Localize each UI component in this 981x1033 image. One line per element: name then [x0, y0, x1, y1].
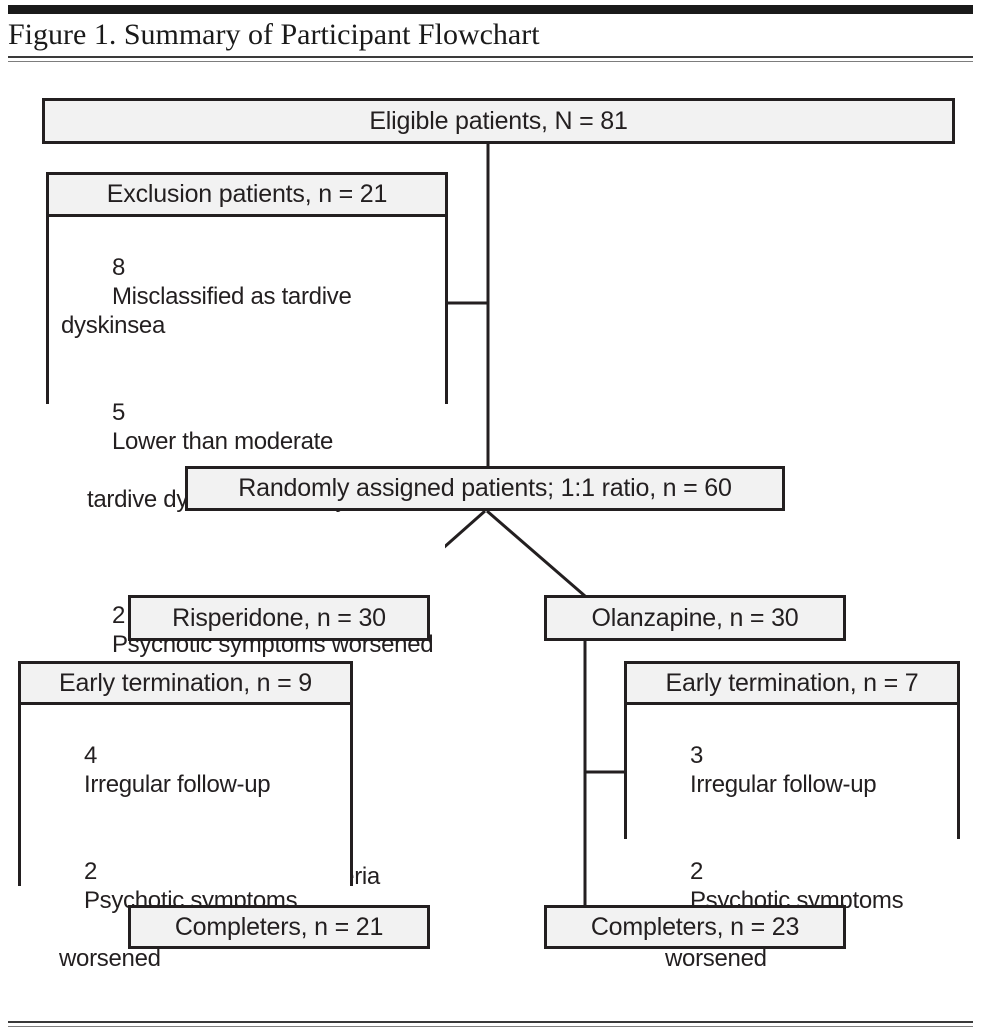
- node-completers-risperidone[interactable]: Completers, n = 21: [128, 905, 430, 949]
- list-item-count: 5: [111, 399, 132, 426]
- list-item: 8 Misclassified as tardive dyskinsea: [61, 224, 445, 369]
- list-item-count: 8: [111, 254, 132, 281]
- node-early-termination-olanzapine[interactable]: Early termination, n = 7 3 Irregular fol…: [624, 661, 960, 1033]
- list-item-text: Lower than moderate: [111, 428, 334, 455]
- list-item-count: 3: [689, 742, 710, 769]
- node-early-termination-risperidone-header: Early termination, n = 9: [21, 664, 350, 705]
- node-randomly-assigned-label: Randomly assigned patients; 1:1 ratio, n…: [188, 469, 782, 508]
- list-item-text: Irregular follow-up: [689, 771, 877, 798]
- list-item: 3 Irregular follow-up: [639, 712, 957, 828]
- list-item-count: 2: [111, 602, 132, 629]
- node-exclusion-patients[interactable]: Exclusion patients, n = 21 8 Misclassifi…: [46, 172, 448, 924]
- list-item-count: 4: [83, 742, 104, 769]
- node-early-termination-risperidone-body: 4 Irregular follow-up 2 Psychotic sympto…: [21, 705, 350, 1033]
- list-item-continuation: worsened: [59, 945, 161, 972]
- top-rule-bar: [8, 5, 973, 14]
- list-item-count: 2: [689, 858, 710, 885]
- list-item-text: Irregular follow-up: [83, 771, 271, 798]
- title-underline-rule: [8, 56, 973, 62]
- node-early-termination-olanzapine-header: Early termination, n = 7: [627, 664, 957, 705]
- list-item-count: 2: [83, 858, 104, 885]
- node-completers-olanzapine-label: Completers, n = 23: [547, 908, 843, 946]
- node-randomly-assigned[interactable]: Randomly assigned patients; 1:1 ratio, n…: [185, 466, 785, 511]
- node-early-termination-risperidone[interactable]: Early termination, n = 9 4 Irregular fol…: [18, 661, 353, 1033]
- figure-title: Figure 1. Summary of Participant Flowcha…: [8, 18, 540, 51]
- node-arm-olanzapine[interactable]: Olanzapine, n = 30: [544, 595, 846, 641]
- node-early-termination-olanzapine-body: 3 Irregular follow-up 2 Psychotic sympto…: [627, 705, 957, 1033]
- list-item-text: Misclassified as tardive dyskinsea: [61, 283, 358, 339]
- list-item: 4 Irregular follow-up: [33, 712, 350, 828]
- node-completers-olanzapine[interactable]: Completers, n = 23: [544, 905, 846, 949]
- node-exclusion-header: Exclusion patients, n = 21: [49, 175, 445, 217]
- list-item-continuation: worsened: [665, 945, 767, 972]
- node-arm-risperidone[interactable]: Risperidone, n = 30: [128, 595, 430, 641]
- node-eligible-label: Eligible patients, N = 81: [45, 101, 952, 141]
- bottom-rule: [8, 1021, 973, 1027]
- node-eligible-patients[interactable]: Eligible patients, N = 81: [42, 98, 955, 144]
- node-arm-risperidone-label: Risperidone, n = 30: [131, 598, 427, 638]
- connector-random-to-olanzapine: [486, 509, 586, 598]
- node-arm-olanzapine-label: Olanzapine, n = 30: [547, 598, 843, 638]
- node-completers-risperidone-label: Completers, n = 21: [131, 908, 427, 946]
